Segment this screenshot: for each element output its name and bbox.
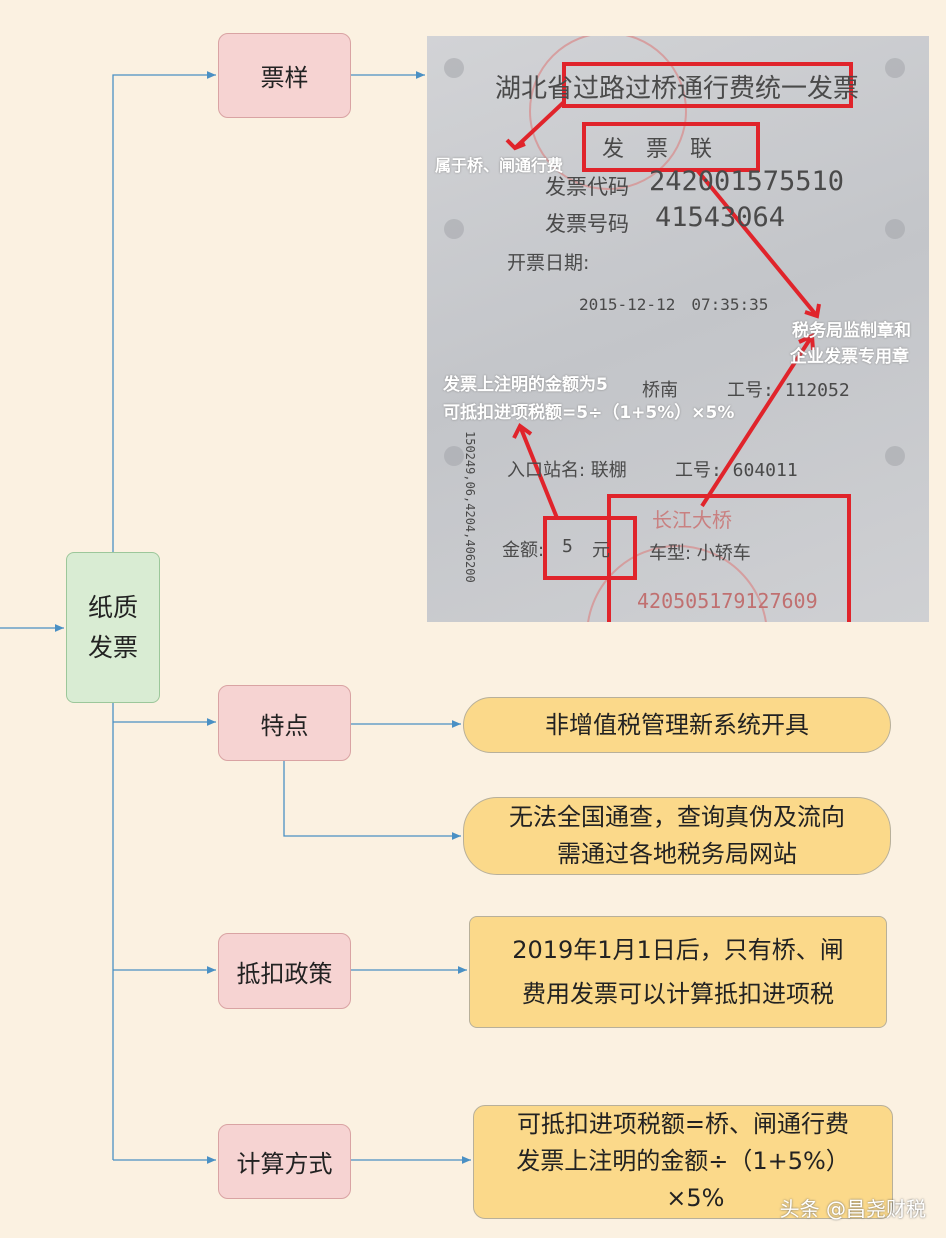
- invoice-vehicle: 车型: 小轿车: [649, 543, 751, 564]
- root-node-paper-invoice[interactable]: 纸质发票: [66, 552, 160, 703]
- invoice-seal-number: 420505179127609: [637, 589, 818, 613]
- annotation-amount-2: 可抵扣进项税额=5÷（1+5%）×5%: [443, 403, 735, 423]
- annotation-seal-2: 企业发票专用章: [790, 347, 909, 367]
- invoice-copy: 发 票 联: [602, 137, 713, 162]
- leaf-text: 可抵扣进项税额=桥、闸通行费: [516, 1110, 850, 1138]
- invoice-datetime: 2015-12-12 07:35:35: [579, 295, 769, 314]
- invoice-code: 242001575510: [649, 166, 845, 197]
- leaf-text: 无法全国通查，查询真伪及流向: [509, 803, 845, 831]
- leaf-text: 2019年1月1日后，只有桥、闸: [512, 936, 844, 964]
- annotation-seal-1: 税务局监制章和: [792, 321, 911, 341]
- watermark: 头条 @昌尧财税: [779, 1197, 926, 1221]
- leaf-calc[interactable]: 可抵扣进项税额=桥、闸通行费发票上注明的金额÷（1+5%） ×5%: [473, 1105, 893, 1219]
- invoice-title: 湖北省过路过桥通行费统一发票: [495, 74, 860, 104]
- invoice-amount-unit: 元: [592, 540, 610, 561]
- invoice-code-label: 发票代码: [545, 175, 629, 199]
- leaf-text: 发票上注明的金额÷（1+5%）: [516, 1147, 850, 1175]
- leaf-text: 需通过各地税务局网站: [557, 840, 797, 868]
- photo-marks: [444, 36, 905, 622]
- branch-label: 票样: [260, 64, 309, 92]
- root-label-line2: 发票: [87, 632, 138, 662]
- invoice-exit: 桥南: [642, 380, 678, 401]
- branch-sample[interactable]: 票样: [218, 33, 351, 118]
- invoice-side-number: 150249,06,4204,406200: [463, 431, 477, 583]
- annotation-type: 属于桥、闸通行费: [435, 156, 564, 175]
- leaf-text: 费用发票可以计算抵扣进项税: [522, 980, 834, 1008]
- branch-calc[interactable]: 计算方式: [218, 1124, 351, 1199]
- branch-features[interactable]: 特点: [218, 685, 351, 761]
- branch-label: 计算方式: [236, 1150, 333, 1178]
- invoice-entry-job: 工号: 604011: [675, 460, 798, 481]
- leaf-feature-1[interactable]: 非增值税管理新系统开具: [463, 697, 891, 753]
- invoice-number-label: 发票号码: [545, 212, 629, 236]
- invoice-number: 41543064: [655, 202, 786, 233]
- leaf-text: ×5%: [666, 1184, 725, 1212]
- invoice-amount-label: 金额:: [502, 540, 545, 561]
- invoice-date-label: 开票日期:: [507, 252, 590, 274]
- invoice-amount: 5: [562, 536, 573, 557]
- leaf-text: 非增值税管理新系统开具: [545, 710, 809, 739]
- invoice-entry: 入口站名: 联棚: [507, 460, 627, 481]
- root-label-line1: 纸质: [87, 592, 138, 622]
- annotation-amount-1: 发票上注明的金额为5: [443, 375, 608, 395]
- invoice-seal-text: 长江大桥: [652, 508, 732, 532]
- branch-policy[interactable]: 抵扣政策: [218, 933, 351, 1009]
- invoice-sample-photo: 湖北省过路过桥通行费统一发票 发 票 联 发票代码 242001575510 发…: [427, 36, 929, 622]
- invoice-exit-job: 工号: 112052: [727, 380, 850, 401]
- leaf-feature-2[interactable]: 无法全国通查，查询真伪及流向需通过各地税务局网站: [463, 797, 891, 875]
- branch-label: 特点: [260, 711, 309, 740]
- branch-label: 抵扣政策: [236, 959, 333, 988]
- leaf-policy[interactable]: 2019年1月1日后，只有桥、闸费用发票可以计算抵扣进项税: [469, 916, 887, 1028]
